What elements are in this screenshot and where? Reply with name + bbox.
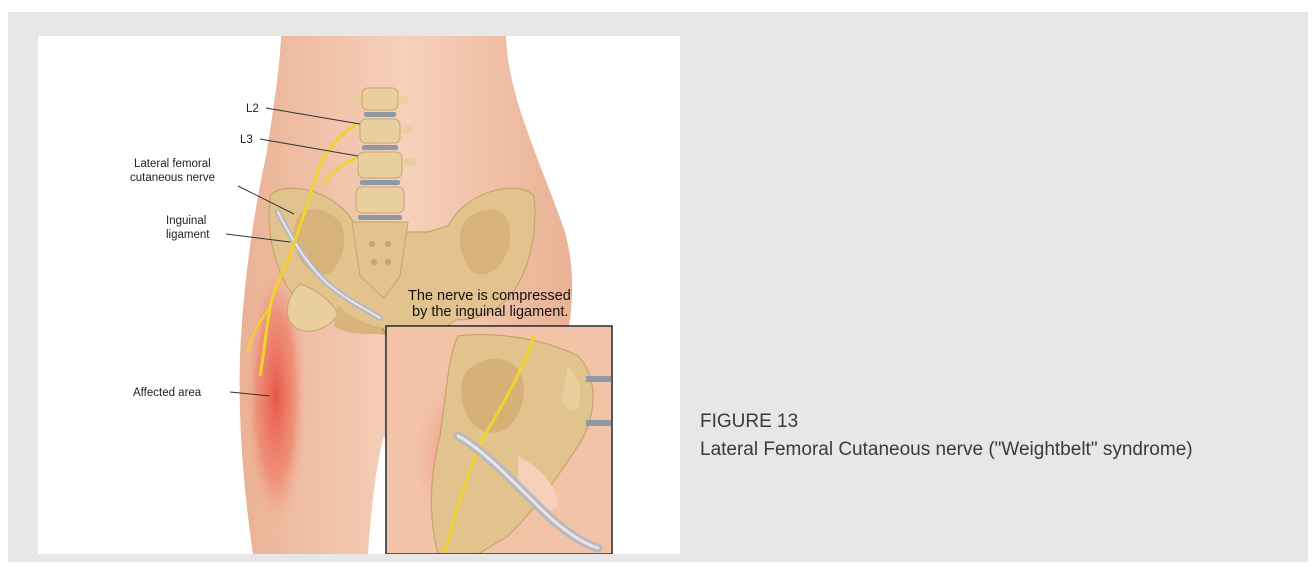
label-affected-area: Affected area: [133, 387, 202, 399]
inset-caption-line2: by the inguinal ligament.: [412, 304, 568, 320]
anatomy-illustration: L2 L3 Lateral femoral cutaneous nerve In…: [38, 36, 680, 554]
label-l2: L2: [246, 103, 259, 115]
label-inguinal-line1: Inguinal: [166, 215, 206, 227]
label-inguinal-line2: ligament: [166, 229, 210, 241]
label-lfcn-line1: Lateral femoral: [134, 158, 211, 170]
figure-caption-text: Lateral Femoral Cutaneous nerve ("Weight…: [700, 436, 1248, 464]
figure-caption: FIGURE 13 Lateral Femoral Cutaneous nerv…: [700, 408, 1248, 464]
label-lfcn-line2: cutaneous nerve: [130, 172, 215, 184]
label-l3: L3: [240, 134, 253, 146]
figure-panel: L2 L3 Lateral femoral cutaneous nerve In…: [8, 12, 1308, 562]
inset-callout: The nerve is compressed by the inguinal …: [408, 288, 571, 320]
figure-number: FIGURE 13: [700, 408, 1248, 436]
inset-caption-line1: The nerve is compressed: [408, 288, 571, 304]
inset-zoom-panel: [386, 326, 612, 554]
